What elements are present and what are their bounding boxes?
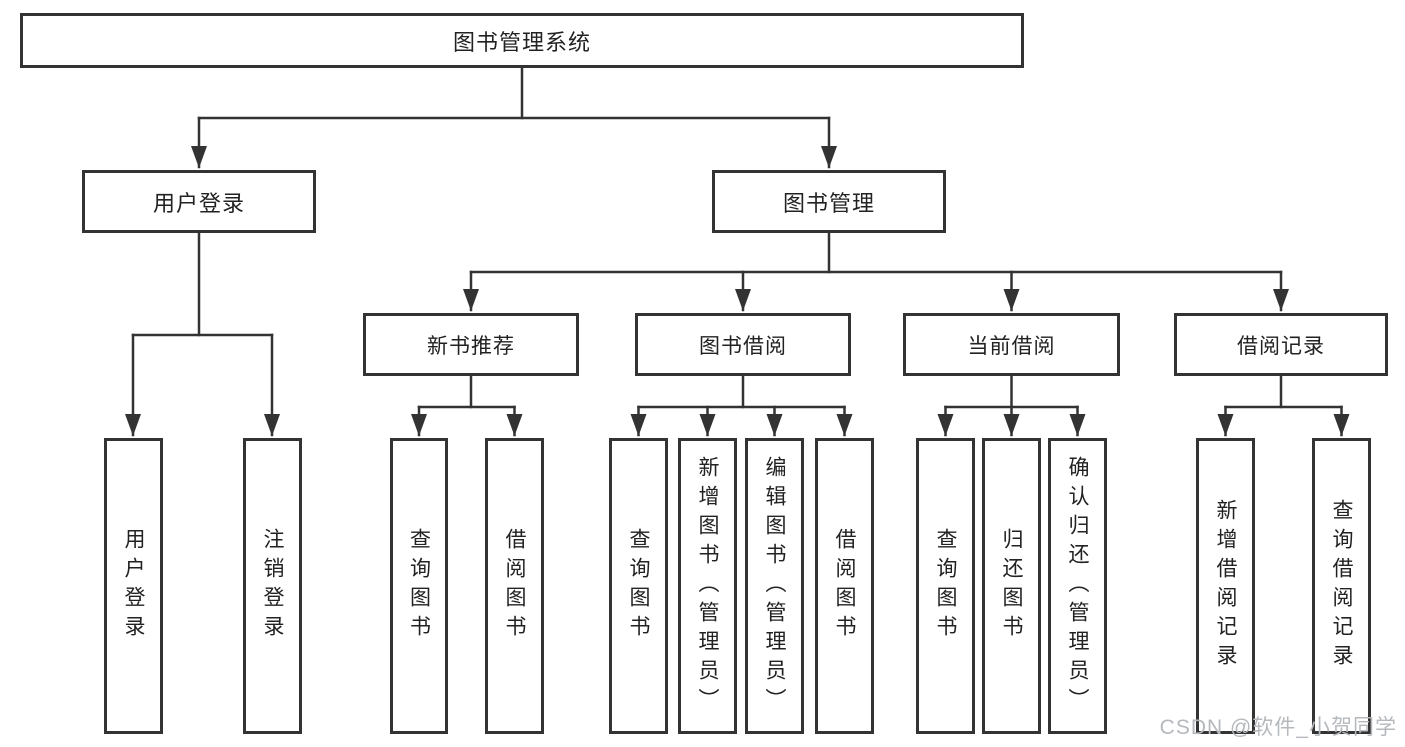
leaf-cb-confirm-return: 确认归还（管理员） [1048,438,1107,734]
node-book-management: 图书管理 [712,170,946,233]
leaf-br-query-record: 查询借阅记录 [1312,438,1371,734]
leaf-cb-query-books: 查询图书 [916,438,975,734]
node-book-borrow: 图书借阅 [635,313,851,376]
leaf-user-login: 用户登录 [104,438,163,734]
node-root-system-label: 图书管理系统 [452,29,591,55]
leaf-br-query-record-label: 查询借阅记录 [1330,499,1353,673]
node-borrow-records: 借阅记录 [1174,313,1388,376]
leaf-nb-query-books: 查询图书 [390,438,448,734]
leaf-bb-add-books-label: 新增图书（管理员） [696,455,719,717]
leaf-logout: 注销登录 [243,438,302,734]
leaf-nb-borrow-books-label: 借阅图书 [503,528,526,644]
leaf-cb-return-books: 归还图书 [982,438,1041,734]
leaf-cb-query-books-label: 查询图书 [934,528,957,644]
node-current-borrow: 当前借阅 [903,313,1120,376]
leaf-br-add-record: 新增借阅记录 [1196,438,1255,734]
leaf-bb-edit-books-label: 编辑图书（管理员） [763,455,786,717]
node-new-book-recommend: 新书推荐 [363,313,579,376]
leaf-nb-borrow-books: 借阅图书 [485,438,544,734]
leaf-cb-return-books-label: 归还图书 [1000,528,1023,644]
leaf-bb-query-books: 查询图书 [609,438,668,734]
leaf-bb-edit-books: 编辑图书（管理员） [745,438,804,734]
leaf-user-login-label: 用户登录 [122,528,145,644]
node-borrow-records-label: 借阅记录 [1237,334,1325,358]
node-new-book-recommend-label: 新书推荐 [427,334,515,358]
leaf-logout-label: 注销登录 [261,528,284,644]
leaf-bb-borrow-books-label: 借阅图书 [833,528,856,644]
node-user-login-label: 用户登录 [152,190,245,216]
leaf-nb-query-books-label: 查询图书 [407,528,431,644]
leaf-bb-add-books: 新增图书（管理员） [678,438,737,734]
node-book-borrow-label: 图书借阅 [699,334,787,358]
leaf-br-add-record-label: 新增借阅记录 [1214,499,1237,673]
node-current-borrow-label: 当前借阅 [967,334,1056,358]
leaf-cb-confirm-return-label: 确认归还（管理员） [1066,455,1089,717]
node-root-system: 图书管理系统 [20,13,1024,68]
leaf-bb-query-books-label: 查询图书 [627,528,650,644]
leaf-bb-borrow-books: 借阅图书 [815,438,874,734]
node-book-management-label: 图书管理 [782,190,875,216]
node-user-login: 用户登录 [82,170,316,233]
csdn-watermark: CSDN @软件_小贺同学 [1159,716,1397,739]
